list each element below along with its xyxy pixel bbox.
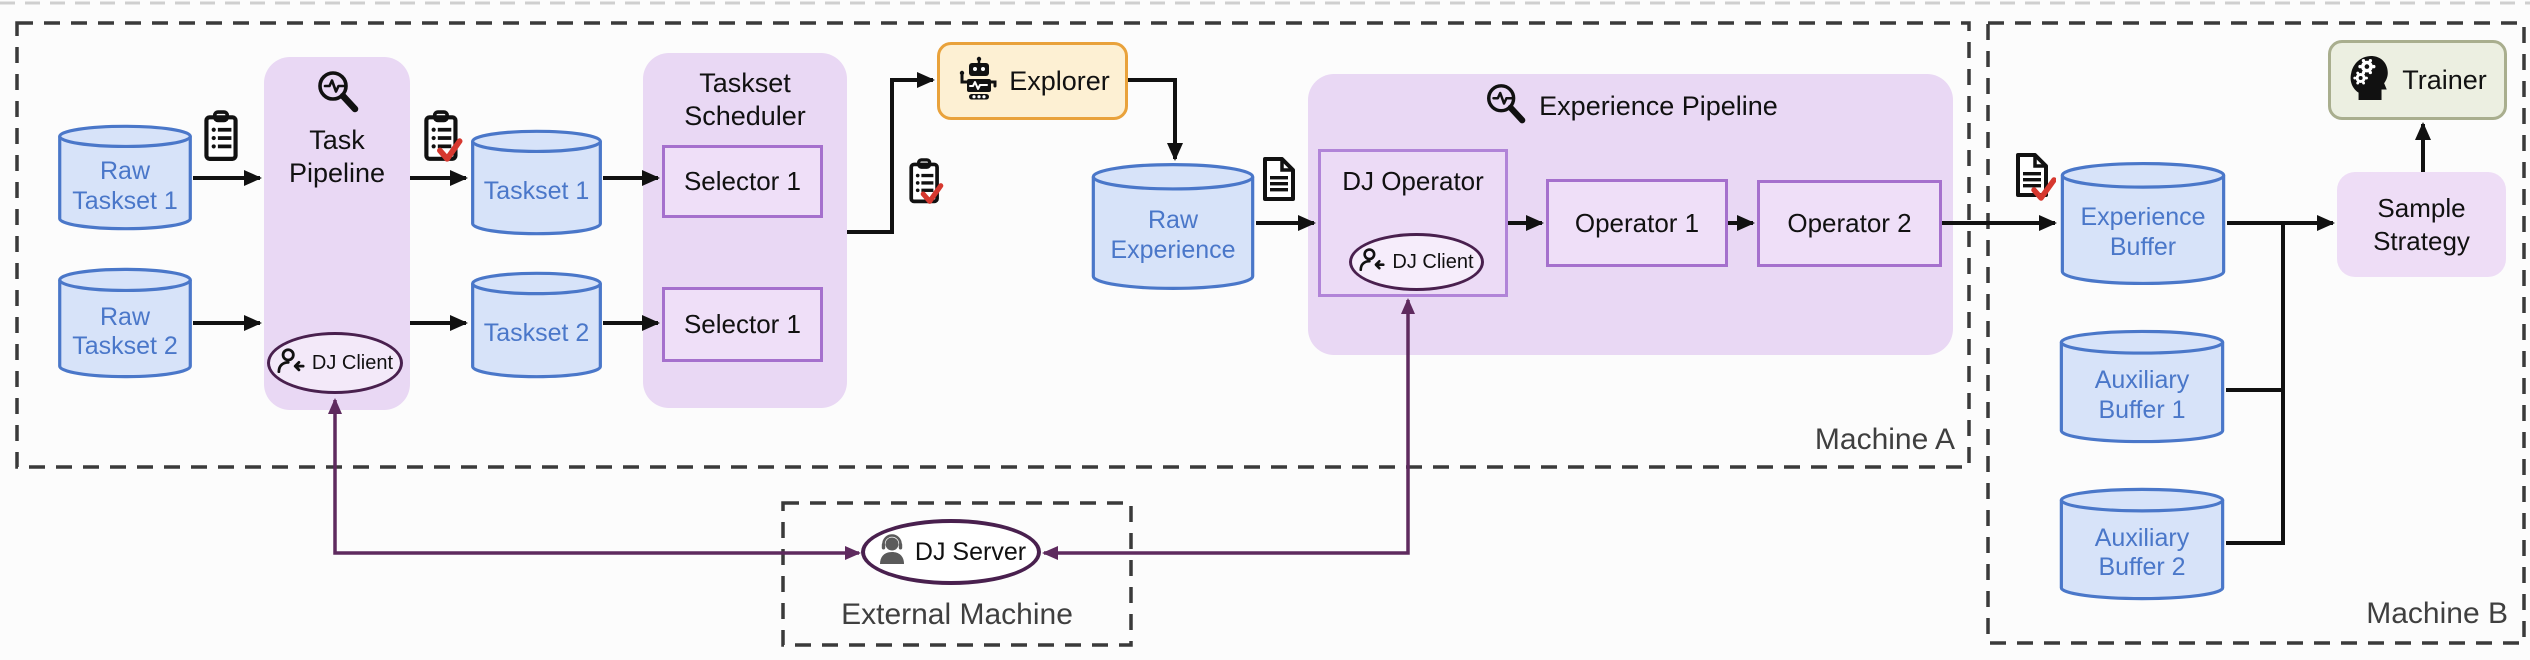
clipboard-check-icon [908, 158, 944, 211]
document-icon [1261, 156, 1297, 207]
selector-1-bottom-box: Selector 1 [662, 287, 823, 362]
selector-1-top-label: Selector 1 [683, 166, 802, 196]
raw-taskset-1-store: Raw Taskset 1 [57, 125, 193, 230]
trainer-box: Trainer [2328, 40, 2507, 120]
auxiliary-buffer-2-label: Auxiliary Buffer 2 [2094, 523, 2190, 582]
selector-1-top-box: Selector 1 [662, 145, 823, 218]
head-gears-icon [2348, 53, 2390, 108]
auxiliary-buffer-2-store: Auxiliary Buffer 2 [2058, 488, 2226, 600]
external-machine-label: External Machine [841, 598, 1073, 631]
robot-icon [955, 56, 999, 107]
sample-strategy-label: Sample Strategy [2373, 193, 2470, 256]
experience-buffer-store: Experience Buffer [2059, 162, 2227, 285]
sample-strategy-box: Sample Strategy [2337, 172, 2506, 277]
user-arrow-icon [277, 347, 305, 379]
magnifier-pulse-icon [314, 69, 360, 120]
machine-a-label: Machine A [1814, 423, 1955, 456]
taskset-scheduler-title: Taskset Scheduler [684, 68, 806, 131]
dj-client-operator-label: DJ Client [1392, 250, 1474, 273]
dj-server-node: DJ Server [861, 519, 1041, 585]
dj-client-operator: DJ Client [1349, 233, 1484, 291]
task-pipeline-title: Task Pipeline [288, 125, 386, 188]
experience-pipeline-title: Experience Pipeline [1539, 91, 1778, 122]
arrow-explorer-rawexperience [1128, 78, 1183, 161]
dj-client-task-pipeline-label: DJ Client [311, 351, 394, 374]
document-check-icon [2014, 152, 2057, 207]
taskset-2-label: Taskset 2 [483, 319, 590, 348]
auxiliary-buffer-1-label: Auxiliary Buffer 1 [2094, 366, 2190, 424]
machine-b-label: Machine B [2366, 597, 2508, 630]
dj-server-label: DJ Server [914, 537, 1027, 566]
raw-experience-store: Raw Experience [1090, 163, 1256, 290]
taskset-1-label: Taskset 1 [483, 176, 590, 205]
explorer-label: Explorer [1009, 65, 1110, 96]
magnifier-pulse-icon [1483, 82, 1527, 131]
experience-buffer-label: Experience Buffer [2080, 203, 2206, 261]
clipboard-icon [203, 110, 239, 167]
link-djserver-djclient-taskpipeline [328, 398, 861, 560]
dj-client-task-pipeline: DJ Client [267, 332, 403, 394]
raw-experience-label: Raw Experience [1110, 206, 1236, 264]
raw-taskset-2-label: Raw Taskset 2 [72, 302, 178, 361]
trainer-label: Trainer [2402, 64, 2487, 95]
support-agent-icon [876, 533, 908, 571]
auxiliary-buffer-1-store: Auxiliary Buffer 1 [2058, 330, 2226, 443]
operator-2-box: Operator 2 [1757, 180, 1942, 267]
operator-1-box: Operator 1 [1546, 179, 1728, 267]
taskset-2-store: Taskset 2 [470, 272, 603, 378]
raw-taskset-1-label: Raw Taskset 1 [72, 157, 178, 215]
selector-1-bottom-label: Selector 1 [683, 309, 802, 339]
raw-taskset-2-store: Raw Taskset 2 [57, 268, 193, 378]
clipboard-check-icon [423, 110, 463, 169]
operator-1-label: Operator 1 [1574, 207, 1700, 238]
operator-2-label: Operator 2 [1787, 208, 1912, 238]
taskset-1-store: Taskset 1 [470, 130, 603, 235]
user-arrow-icon [1359, 247, 1385, 277]
explorer-box: Explorer [937, 42, 1128, 120]
dj-operator-label: DJ Operator [1342, 166, 1484, 196]
experience-pipeline-title-row: Experience Pipeline [1308, 82, 1953, 131]
